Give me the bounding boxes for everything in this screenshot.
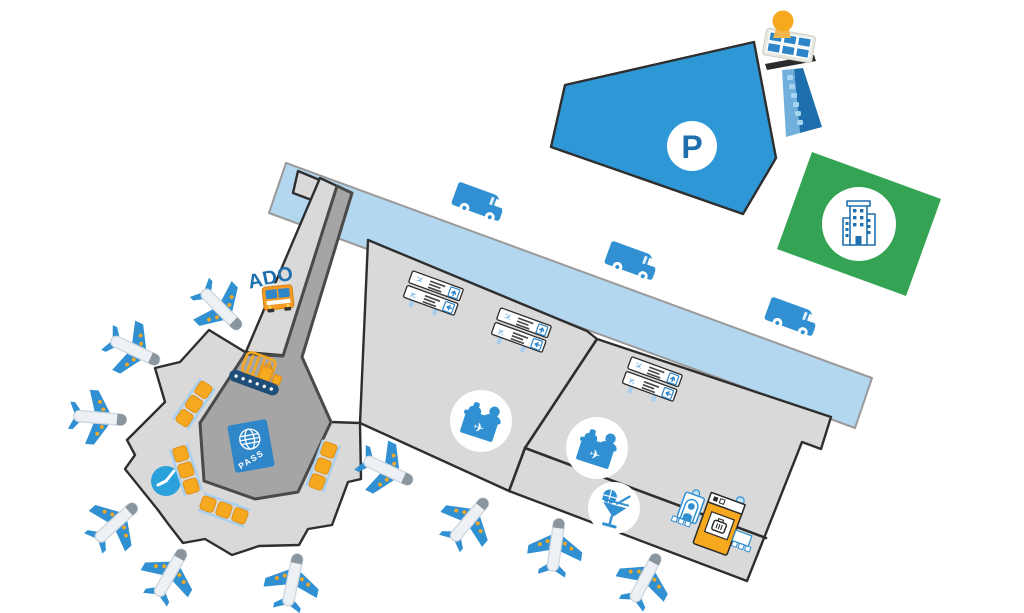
parking-label: P bbox=[681, 129, 702, 165]
control-tower-icon bbox=[762, 10, 822, 137]
security-scanner-icon bbox=[670, 489, 753, 556]
shuttle-van-3 bbox=[762, 296, 821, 341]
shuttle-van-2 bbox=[602, 240, 661, 285]
airport-bus: ADO bbox=[246, 263, 296, 313]
bus-icon bbox=[261, 281, 295, 313]
airplane-8 bbox=[427, 481, 509, 562]
parking-lot: P bbox=[549, 40, 778, 216]
hotel-zone bbox=[777, 152, 941, 296]
shuttle-van-1 bbox=[449, 181, 508, 226]
access-road bbox=[268, 162, 873, 429]
airplane-5 bbox=[130, 535, 209, 613]
airplane-6 bbox=[258, 547, 326, 613]
check-in-desk-1 bbox=[450, 390, 512, 452]
airplane-9 bbox=[523, 514, 588, 581]
wall-hall-divider bbox=[523, 337, 599, 450]
clock-icon bbox=[151, 466, 181, 496]
passport-icon: PASS bbox=[227, 419, 275, 473]
parking-badge bbox=[667, 121, 717, 171]
hotel-building-icon bbox=[842, 200, 876, 246]
check-in-desk-2 bbox=[566, 417, 628, 479]
airplane-4 bbox=[74, 483, 156, 565]
cocktail-bar-icon bbox=[588, 482, 640, 534]
airplane-3 bbox=[65, 387, 130, 449]
baggage-conveyor-icon bbox=[229, 351, 283, 396]
wall-wing-edge bbox=[507, 446, 527, 493]
